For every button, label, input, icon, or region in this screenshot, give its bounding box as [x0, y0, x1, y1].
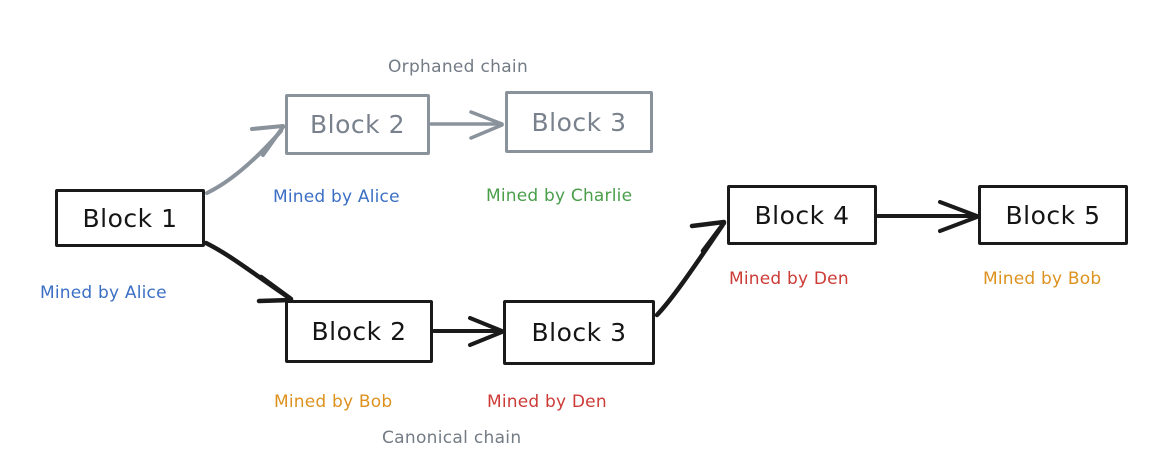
edge-canonical-block2-to-block3-icon	[432, 316, 504, 347]
canonical-block-3[interactable]: Block 3	[503, 300, 655, 365]
canonical-block-2-label: Block 2	[311, 317, 407, 346]
canonical-block-3-miner-label: Mined by Den	[487, 392, 607, 412]
edge-block1-to-canonical-block2-icon	[203, 240, 294, 304]
orphan-block-3-miner-label: Mined by Charlie	[486, 186, 633, 206]
orphan-block-3-label: Block 3	[531, 107, 627, 137]
block-1-label: Block 1	[82, 203, 178, 233]
canonical-block-5-label: Block 5	[1005, 200, 1101, 230]
block-1[interactable]: Block 1	[55, 189, 205, 247]
orphan-block-2-miner-label: Mined by Alice	[273, 187, 400, 207]
orphan-block-3[interactable]: Block 3	[505, 91, 653, 153]
canonical-chain-label: Canonical chain	[382, 428, 522, 448]
canonical-block-2-miner-label: Mined by Bob	[274, 392, 393, 412]
edge-canonical-block4-to-block5-icon	[876, 200, 979, 233]
canonical-block-4-label: Block 4	[754, 200, 850, 230]
canonical-block-4[interactable]: Block 4	[727, 185, 877, 245]
canonical-block-5-miner-label: Mined by Bob	[983, 269, 1102, 289]
orphaned-chain-label: Orphaned chain	[388, 57, 529, 77]
canonical-block-2[interactable]: Block 2	[285, 300, 433, 363]
edge-block1-to-orphan-block2-icon	[205, 124, 285, 195]
orphan-block-2[interactable]: Block 2	[285, 94, 430, 155]
edge-orphan-block2-to-block3-icon	[429, 110, 504, 140]
canonical-block-3-label: Block 3	[531, 318, 627, 347]
block-1-miner-label: Mined by Alice	[40, 283, 167, 303]
orphan-block-2-label: Block 2	[310, 110, 405, 139]
edge-canonical-block3-to-block4-icon	[654, 219, 727, 318]
canonical-block-5[interactable]: Block 5	[978, 185, 1128, 245]
canonical-block-4-miner-label: Mined by Den	[729, 269, 849, 289]
